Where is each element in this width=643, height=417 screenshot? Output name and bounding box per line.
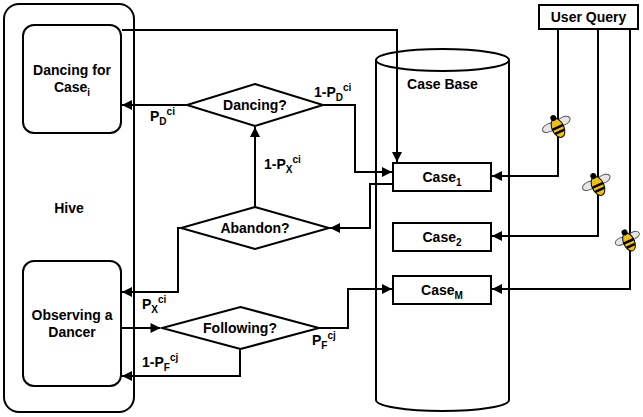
decision-text: Abandon? <box>220 220 289 237</box>
node-text: Case2 <box>422 229 461 246</box>
flow-connector <box>122 323 161 333</box>
arrow-head <box>492 171 502 181</box>
flow-connector <box>324 105 392 177</box>
subscript: X <box>286 164 293 175</box>
probability-label: 1-PFcj <box>140 354 180 370</box>
hive-region: Hive Dancing for CaseiObserving a Dancer <box>3 3 135 413</box>
bee-head <box>589 172 597 180</box>
cylinder-body <box>376 60 509 411</box>
node-text: Dancing for Casei <box>29 62 115 96</box>
decision-diamond: Abandon? <box>180 206 330 250</box>
state-box: Observing a Dancer <box>22 260 122 387</box>
connector-line <box>122 350 240 376</box>
arrow-head <box>382 284 392 294</box>
superscript: ci <box>167 106 175 117</box>
decision-text: Following? <box>203 320 277 337</box>
node-text: Case Base <box>407 76 478 93</box>
arrow-head <box>382 167 392 177</box>
subscript: D <box>336 92 343 103</box>
state-box: Dancing for Casei <box>22 24 122 134</box>
arrow-head <box>122 287 132 297</box>
probability-label: PFcj <box>310 332 338 348</box>
flow-connector <box>330 184 392 233</box>
bee-stripe <box>595 187 605 193</box>
subscript: i <box>87 87 90 98</box>
decision-diamond: Following? <box>161 306 320 350</box>
bee-stripe <box>626 243 635 249</box>
diamond-shape <box>187 84 323 126</box>
probability-label: PDci <box>148 108 177 124</box>
diamond-shape <box>181 207 329 249</box>
arrow-head <box>250 127 260 137</box>
case-base-cylinder: Case BaseCase1Case2CaseM <box>375 48 510 412</box>
probability-label: 1-PXci <box>262 156 303 172</box>
connector-line <box>492 30 558 176</box>
arrow-head <box>330 223 340 233</box>
decision-text: Dancing? <box>223 97 287 114</box>
cylinder-top <box>376 49 509 71</box>
node-text: Observing a Dancer <box>29 307 115 341</box>
subscript: X <box>151 304 158 315</box>
superscript: cj <box>170 352 178 363</box>
flow-connector <box>122 30 402 162</box>
bee-icon <box>612 224 643 256</box>
connector-line <box>330 184 392 228</box>
arrow-head <box>492 284 502 294</box>
connector-line <box>320 289 393 328</box>
node-text: CaseM <box>421 282 463 299</box>
bee-icon <box>578 167 615 201</box>
subscript: F <box>164 362 170 373</box>
case-box: Case1 <box>392 162 492 192</box>
arrow-head <box>392 152 402 162</box>
flow-connector <box>122 228 180 297</box>
subscript: M <box>455 289 463 300</box>
flow-connector <box>320 284 393 328</box>
arrow-head <box>151 323 161 333</box>
node-text: Hive <box>54 200 84 217</box>
query-box: User Query <box>538 4 639 30</box>
flow-connector <box>492 30 558 181</box>
arrow-head <box>492 231 502 241</box>
connector-line <box>324 105 392 172</box>
subscript: D <box>159 116 166 127</box>
decision-diamond: Dancing? <box>186 83 324 127</box>
subscript: 2 <box>456 236 462 247</box>
node-text: User Query <box>551 9 626 26</box>
probability-label: PXci <box>140 296 168 312</box>
superscript: ci <box>292 154 300 165</box>
case-box: Case2 <box>392 222 492 252</box>
connector-line <box>492 30 630 289</box>
bee-stripe <box>555 129 565 135</box>
flow-connector <box>122 350 240 381</box>
case-box: CaseM <box>392 275 492 305</box>
connector-line <box>254 127 256 206</box>
subscript: F <box>321 340 327 351</box>
bee-icon <box>538 109 575 143</box>
bee-head <box>621 228 629 236</box>
arrow-head <box>122 100 132 110</box>
superscript: ci <box>158 294 166 305</box>
arrow-head <box>122 371 132 381</box>
diamond-shape <box>162 307 319 349</box>
connector-line <box>122 228 180 292</box>
superscript: ci <box>343 82 351 93</box>
superscript: cj <box>327 330 335 341</box>
subscript: 1 <box>456 176 462 187</box>
bee-head <box>549 114 557 122</box>
flow-connector <box>492 30 630 294</box>
probability-label: 1-PDci <box>312 84 353 100</box>
flow-connector <box>250 127 260 206</box>
node-text: Case1 <box>422 169 461 186</box>
